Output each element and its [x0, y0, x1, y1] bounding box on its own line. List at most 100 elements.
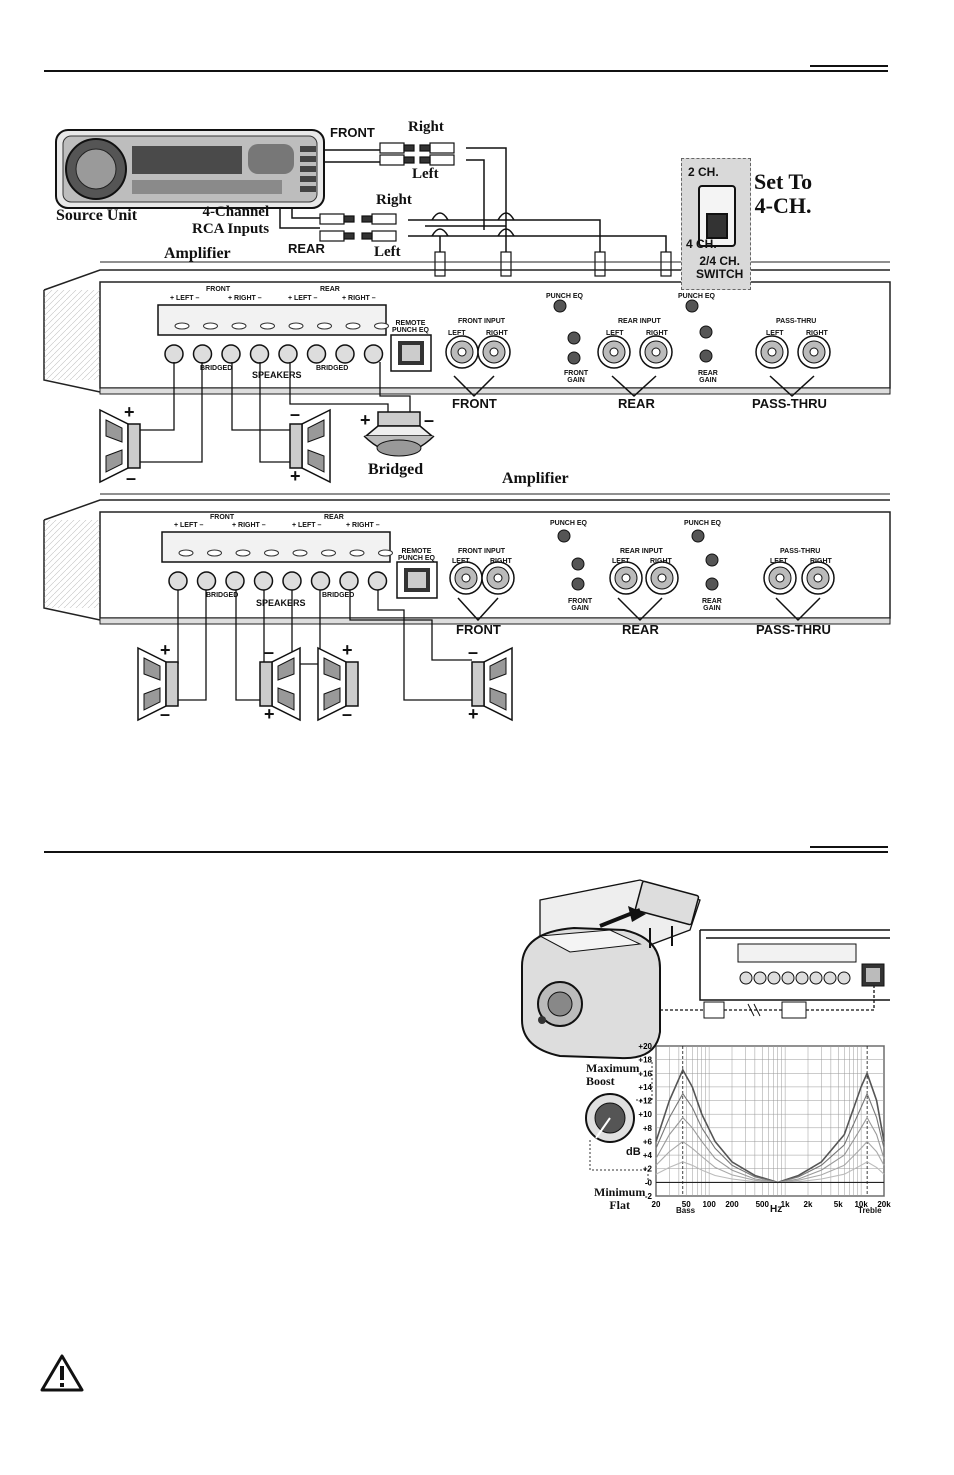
eq-curve — [655, 1140, 885, 1183]
bridged-label: Bridged — [368, 461, 424, 478]
speaker-post — [363, 344, 384, 364]
speaker-post — [282, 571, 302, 591]
eq-x-tick: 5k — [834, 1200, 843, 1209]
switch-2ch-label: 2 CH. — [688, 165, 719, 179]
speaker-cone — [301, 408, 331, 484]
amp2-remote-eq: REMOTE PUNCH EQ — [398, 548, 435, 562]
amp2-ch-fl: + LEFT – — [174, 522, 204, 529]
sp1-plus: + — [124, 402, 135, 422]
speaker-magnet — [289, 423, 303, 469]
sp-d-plus: + — [468, 704, 479, 724]
eq-x-tick: 500 — [756, 1200, 770, 1209]
speaker-post — [253, 571, 274, 591]
amp2-speakers: SPEAKERS — [256, 598, 306, 608]
control-knob — [571, 577, 585, 591]
speaker-magnet — [345, 661, 359, 707]
eq-x-tick: 50 — [682, 1200, 691, 1209]
amp1-front-hdr: FRONT — [206, 286, 231, 293]
amp2-rear-gain: REAR GAIN — [702, 598, 722, 612]
sp-b-plus: + — [264, 704, 275, 724]
front-left-label: Left — [412, 166, 439, 182]
speaker-basket — [307, 419, 325, 473]
amp2-punch-eq-b: PUNCH EQ — [684, 520, 721, 527]
amp2-fi-left: LEFT — [452, 558, 470, 565]
eq-y-tick: +2 — [643, 1165, 653, 1174]
sub-plus: + — [360, 410, 371, 430]
eq-y-tick: +4 — [643, 1151, 653, 1160]
amp1-bridged-a: BRIDGED — [200, 365, 233, 372]
control-knob — [567, 331, 581, 345]
input-group-brackets-2 — [457, 597, 821, 622]
eq-y-tick: +16 — [638, 1069, 652, 1078]
rca-jack-pin — [461, 573, 471, 583]
top-rule-tab — [810, 65, 888, 67]
speaker-post — [310, 571, 331, 591]
terminal-screw — [317, 322, 332, 330]
warning-icon — [40, 1354, 84, 1392]
top-rule — [44, 65, 888, 72]
amp1-rear-hdr: REAR — [320, 286, 340, 293]
amp2-front-hdr: FRONT — [210, 514, 235, 521]
eq-x-tick: 100 — [702, 1200, 716, 1209]
db-label: dB — [626, 1146, 641, 1158]
max-boost-label: Maximum Boost — [586, 1061, 640, 1088]
eq-y-tick: -0 — [645, 1178, 653, 1187]
punch-eq-knob-art — [585, 1060, 653, 1184]
eq-y-tick: +20 — [638, 1042, 652, 1051]
terminal-screw — [207, 549, 222, 557]
rca-jack-pin — [809, 347, 819, 357]
eq-curve — [655, 1116, 885, 1183]
amp2-front-gain: FRONT GAIN — [568, 598, 593, 612]
eq-y-tick: +10 — [638, 1110, 652, 1119]
terminal-screw — [288, 322, 304, 330]
mid-rule — [44, 846, 888, 853]
amp1-ch-rl: + LEFT – — [288, 295, 318, 302]
treble-label: Treble — [858, 1206, 882, 1215]
control-knob — [567, 351, 581, 365]
rca-jack-pin — [621, 573, 631, 583]
source-unit — [55, 129, 325, 209]
eq-y-tick: +14 — [638, 1083, 652, 1092]
speaker-post — [221, 344, 241, 364]
rca-jack-pin — [657, 573, 667, 583]
amp1-ch-fr: + RIGHT – — [228, 295, 262, 302]
amp1-front-input: FRONT INPUT — [458, 318, 506, 325]
speaker-post — [249, 344, 270, 364]
channel-switch-knob — [706, 213, 728, 239]
amp2-pass-thru: PASS-THRU — [780, 548, 821, 555]
amplifier-1-label: Amplifier — [164, 245, 231, 262]
amplifier-2-label: Amplifier — [502, 470, 569, 487]
speaker-basket — [323, 657, 341, 711]
rca-cables — [279, 147, 667, 252]
control-knob — [685, 299, 699, 313]
speaker-post — [164, 344, 184, 364]
amp1-ri-right: RIGHT — [646, 330, 668, 337]
eq-x-tick: 20k — [877, 1200, 891, 1209]
front-right-label: Right — [408, 119, 444, 135]
control-knob — [571, 557, 585, 571]
rca-jack-pin — [775, 573, 785, 583]
amp1-fi-left: LEFT — [448, 330, 466, 337]
front-label: FRONT — [330, 125, 375, 140]
amplifier-1-chassis — [43, 261, 891, 395]
speaker-post — [339, 571, 359, 591]
speaker-cone — [483, 646, 513, 722]
group-pass-label-2: PASS-THRU — [756, 622, 831, 637]
speaker-basket — [489, 657, 507, 711]
rca-jack-pin — [493, 573, 503, 583]
sp-a-minus: – — [160, 704, 171, 724]
speaker-basket — [143, 657, 161, 711]
amp2-ri-left: LEFT — [612, 558, 630, 565]
speaker-post — [168, 571, 188, 591]
sub-minus: – — [424, 410, 435, 430]
control-knob — [699, 349, 713, 363]
eq-x-tick: 1k — [781, 1200, 790, 1209]
control-knob — [705, 577, 719, 591]
terminal-screw — [374, 322, 389, 330]
speaker-magnet — [165, 661, 179, 707]
eq-x-tick: 2k — [804, 1200, 813, 1209]
channel-switch[interactable] — [698, 185, 736, 247]
speaker-magnet — [471, 661, 485, 707]
